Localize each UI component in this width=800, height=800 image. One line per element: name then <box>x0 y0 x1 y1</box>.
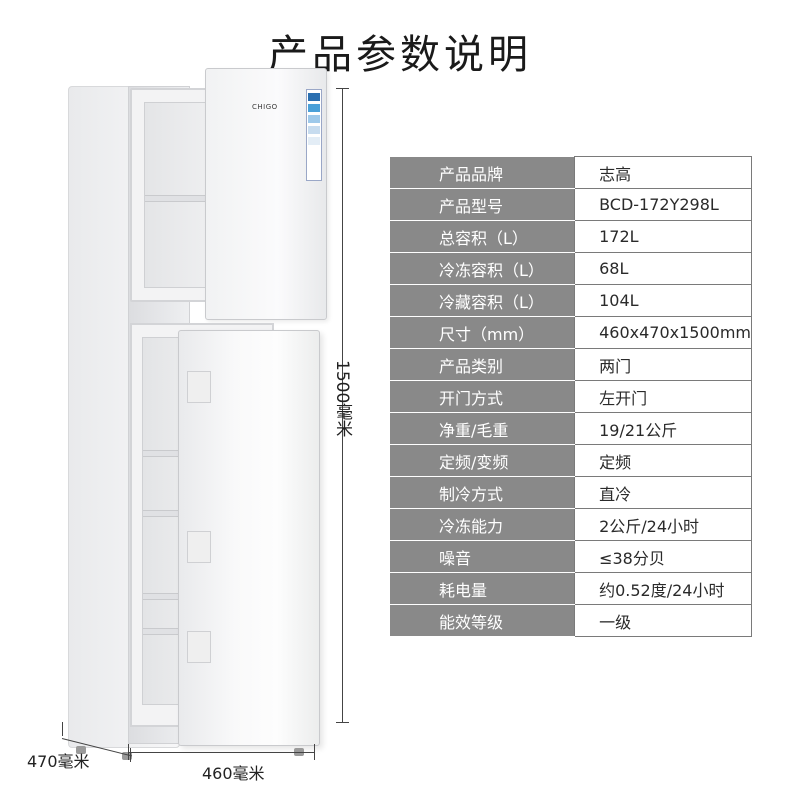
spec-value: BCD-172Y298L <box>574 188 752 221</box>
spec-value: 172L <box>574 220 752 253</box>
width-dimension-cap <box>314 744 315 760</box>
spec-value: 左开门 <box>574 380 752 413</box>
spec-label: 产品类别 <box>389 348 576 381</box>
spec-row: 能效等级一级 <box>389 604 752 637</box>
height-dimension-cap <box>336 722 349 723</box>
spec-value: 460x470x1500mm <box>574 316 752 349</box>
spec-row: 耗电量约0.52度/24小时 <box>389 572 752 605</box>
freezer-shelf <box>145 195 259 202</box>
spec-row: 噪音≤38分贝 <box>389 540 752 573</box>
spec-row: 冷冻容积（L）68L <box>389 252 752 285</box>
width-dimension-label: 460毫米 <box>202 764 265 783</box>
spec-label: 冷冻能力 <box>389 508 576 541</box>
spec-label: 开门方式 <box>389 380 576 413</box>
spec-value: 2公斤/24小时 <box>574 508 752 541</box>
spec-value: 104L <box>574 284 752 317</box>
spec-row: 产品品牌志高 <box>389 156 752 189</box>
spec-label: 能效等级 <box>389 604 576 637</box>
spec-label: 定频/变频 <box>389 444 576 477</box>
spec-row: 开门方式左开门 <box>389 380 752 413</box>
spec-row: 定频/变频定频 <box>389 444 752 477</box>
spec-label: 产品品牌 <box>389 156 576 189</box>
spec-value: ≤38分贝 <box>574 540 752 573</box>
spec-label: 产品型号 <box>389 188 576 221</box>
brand-logo: CHIGO <box>252 103 278 111</box>
door-bin <box>187 631 211 663</box>
freezer-door: CHIGO <box>205 68 327 320</box>
spec-row: 产品类别两门 <box>389 348 752 381</box>
spec-value: 68L <box>574 252 752 285</box>
height-dimension-label: 1500毫米 <box>332 360 352 438</box>
depth-dimension-cap <box>130 748 131 762</box>
spec-value: 定频 <box>574 444 752 477</box>
spec-row: 制冷方式直冷 <box>389 476 752 509</box>
fridge-foot <box>122 752 132 760</box>
energy-label-sticker <box>306 89 322 181</box>
height-dimension-line <box>342 88 343 722</box>
spec-row: 总容积（L）172L <box>389 220 752 253</box>
fridge-door <box>178 330 320 746</box>
spec-value: 两门 <box>574 348 752 381</box>
spec-row: 冷藏容积（L）104L <box>389 284 752 317</box>
spec-label: 尺寸（mm） <box>389 316 576 349</box>
spec-label: 总容积（L） <box>389 220 576 253</box>
depth-dimension-label: 470毫米 <box>27 752 90 771</box>
spec-label: 制冷方式 <box>389 476 576 509</box>
spec-row: 尺寸（mm）460x470x1500mm <box>389 316 752 349</box>
spec-label: 净重/毛重 <box>389 412 576 445</box>
spec-value: 19/21公斤 <box>574 412 752 445</box>
height-dimension-cap <box>336 88 349 89</box>
spec-value: 一级 <box>574 604 752 637</box>
spec-label: 噪音 <box>389 540 576 573</box>
spec-label: 耗电量 <box>389 572 576 605</box>
fridge-foot <box>76 746 86 754</box>
width-dimension-line <box>128 752 314 753</box>
spec-value: 直冷 <box>574 476 752 509</box>
spec-label: 冷藏容积（L） <box>389 284 576 317</box>
fridge-illustration: CHIGO <box>60 68 330 760</box>
door-bin <box>187 371 211 403</box>
depth-dimension-cap <box>62 722 63 736</box>
spec-value: 志高 <box>574 156 752 189</box>
door-bin <box>187 531 211 563</box>
width-dimension-cap <box>128 744 129 760</box>
spec-label: 冷冻容积（L） <box>389 252 576 285</box>
spec-value: 约0.52度/24小时 <box>574 572 752 605</box>
